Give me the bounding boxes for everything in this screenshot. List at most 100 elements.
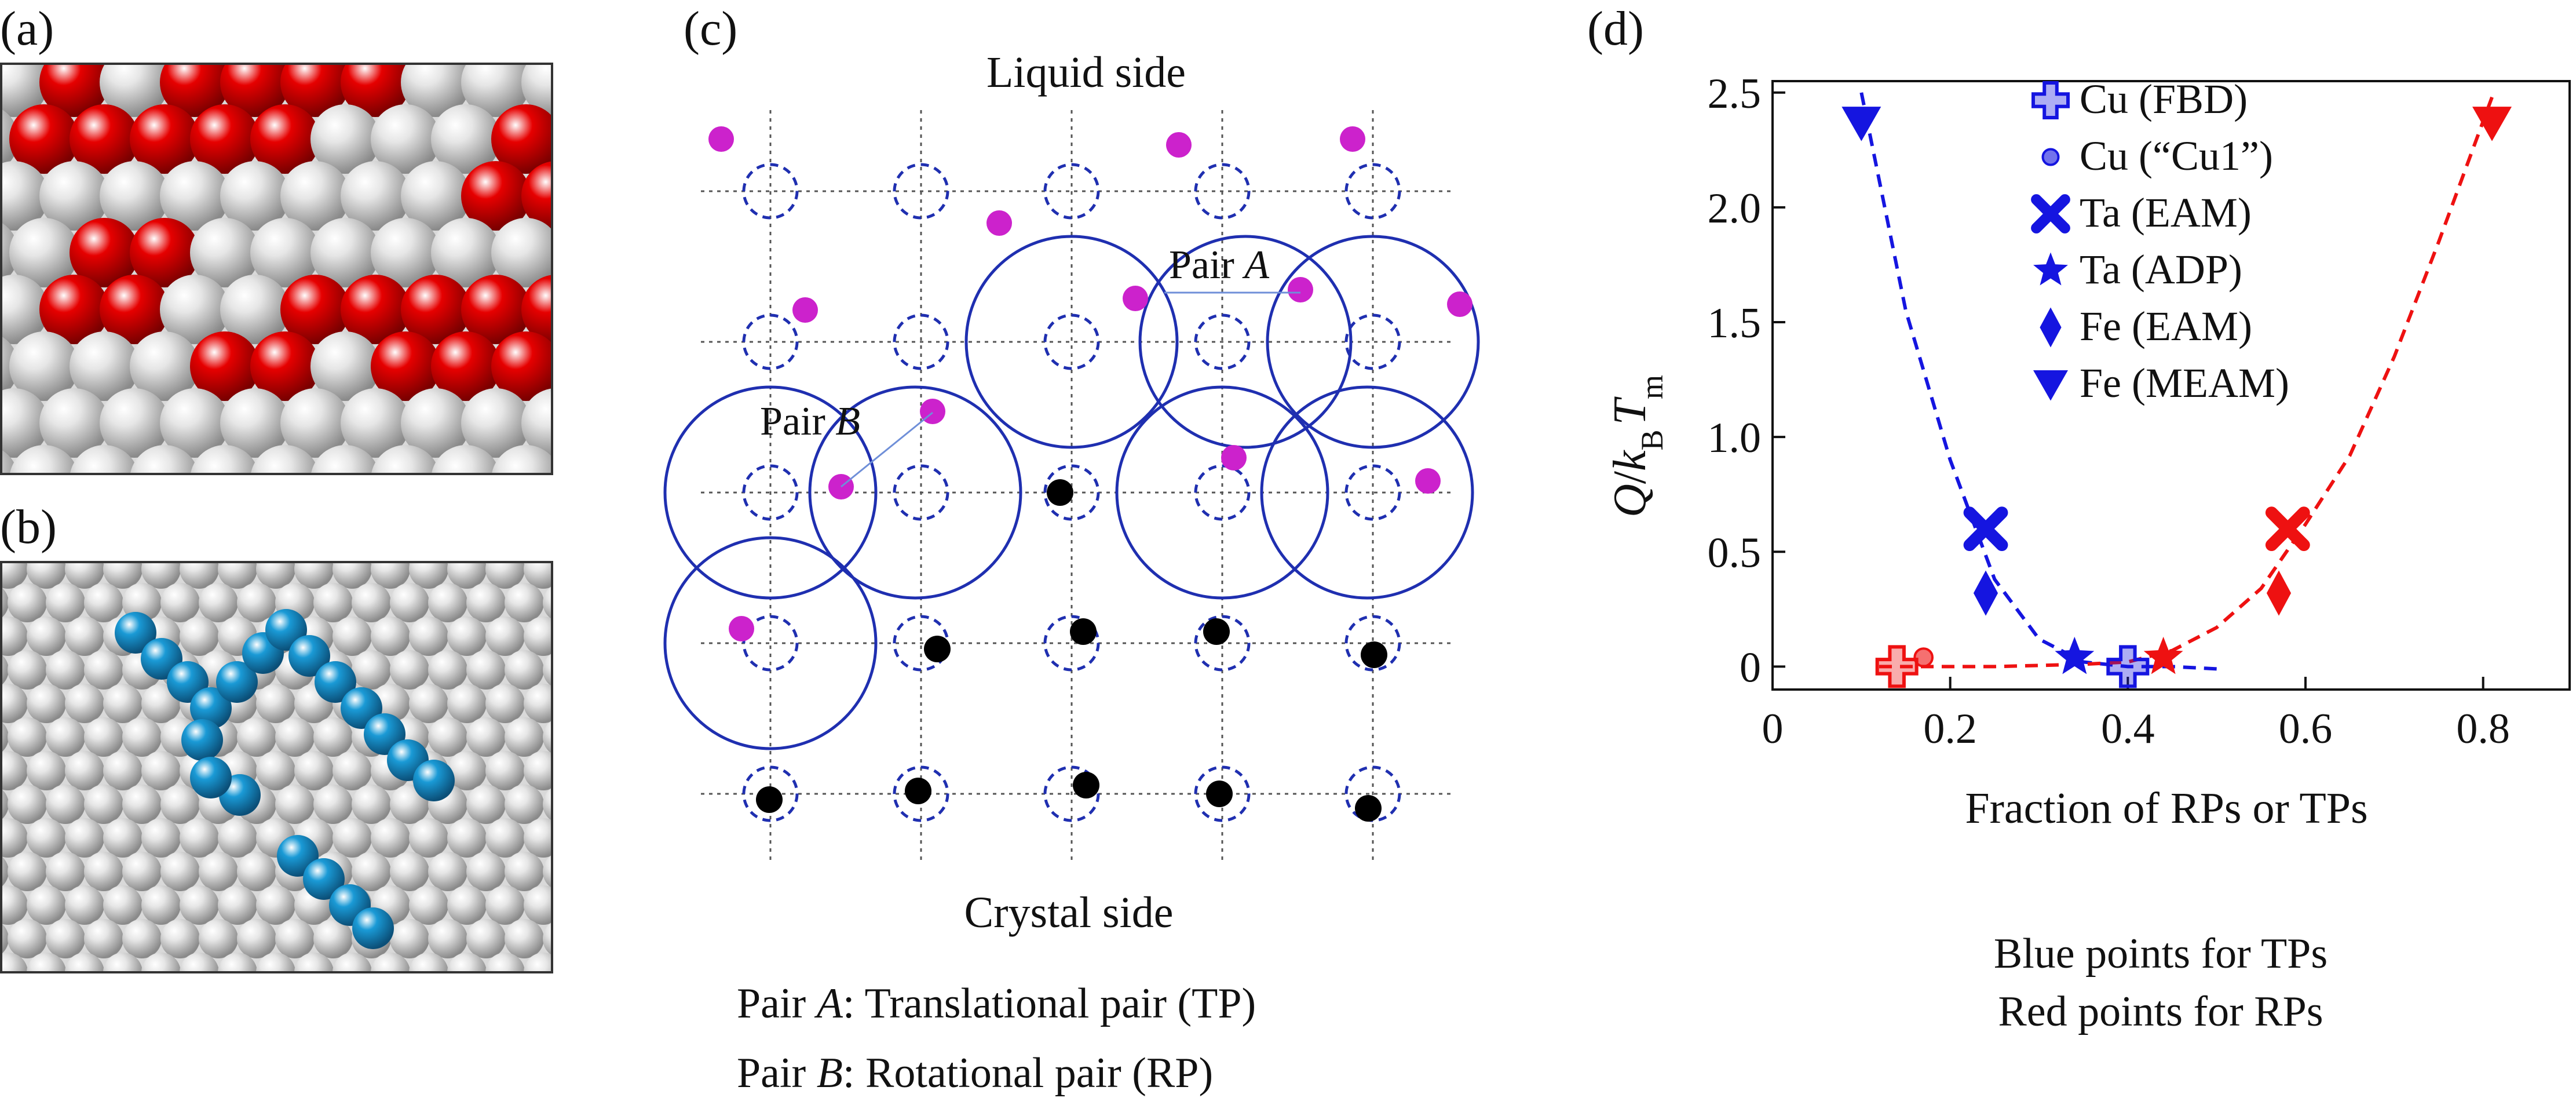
white-atom xyxy=(447,885,487,925)
pair-a-label: Pair A xyxy=(1169,243,1269,287)
liquid-atom xyxy=(1166,132,1192,158)
white-atom xyxy=(521,388,551,458)
white-atom xyxy=(103,818,142,858)
white-atom xyxy=(485,617,525,656)
white-atom xyxy=(160,919,200,958)
legend-label: Fe (MEAM) xyxy=(2080,360,2289,406)
white-atom xyxy=(505,717,544,757)
white-atom xyxy=(65,953,104,971)
white-atom xyxy=(218,563,257,589)
white-atom xyxy=(220,388,290,458)
white-atom xyxy=(485,563,525,589)
white-atom xyxy=(39,388,109,458)
white-atom xyxy=(10,445,78,473)
white-atom xyxy=(2,617,28,656)
pair-circle xyxy=(1260,385,1474,600)
white-atom xyxy=(8,785,47,824)
white-atom xyxy=(341,161,410,231)
white-atom xyxy=(65,617,104,656)
white-atom xyxy=(2,953,28,971)
white-atom xyxy=(313,919,353,958)
white-atom xyxy=(27,953,66,971)
white-atom xyxy=(180,953,219,971)
white-atom xyxy=(8,583,47,622)
blue-atom xyxy=(181,719,223,761)
red-atom xyxy=(250,104,320,174)
white-atom xyxy=(461,65,531,117)
white-atom xyxy=(84,717,123,757)
white-atom xyxy=(371,563,410,589)
white-atom xyxy=(447,751,487,790)
white-atom xyxy=(524,953,551,971)
caption-pair-a: Pair A: Translational pair (TP) xyxy=(737,980,1256,1027)
white-atom xyxy=(2,588,9,618)
blue-atom xyxy=(413,760,455,801)
white-atom xyxy=(521,65,551,117)
y-tick-label: 2.0 xyxy=(1708,185,1762,232)
pair-b-link xyxy=(841,411,933,488)
white-atom xyxy=(237,717,276,757)
white-atom xyxy=(65,751,104,790)
white-atom xyxy=(409,885,448,925)
white-atom xyxy=(332,563,372,589)
atom-image-a xyxy=(0,63,553,475)
liquid-atom xyxy=(1340,126,1365,152)
white-atom xyxy=(371,617,410,656)
red-atom xyxy=(341,275,410,344)
white-atom xyxy=(428,583,467,622)
lattice-site xyxy=(1344,163,1401,220)
white-atom xyxy=(543,855,551,888)
white-atom xyxy=(8,650,47,690)
liquid-atom xyxy=(1123,286,1148,311)
white-atom xyxy=(2,655,9,685)
white-atom xyxy=(409,617,448,656)
white-atom xyxy=(409,953,448,971)
white-atom xyxy=(2,388,49,458)
white-atom xyxy=(280,388,350,458)
liquid-atom xyxy=(1447,291,1472,317)
white-atom xyxy=(237,852,276,891)
red-atom xyxy=(461,161,531,231)
white-atom xyxy=(250,218,320,287)
plot-frame xyxy=(1771,80,2571,691)
white-atom xyxy=(431,104,500,174)
white-atom xyxy=(84,852,123,891)
white-atom xyxy=(428,717,467,757)
atom-render-b xyxy=(2,563,551,971)
legend-marker-hollow-cross xyxy=(2031,81,2070,119)
lattice-site xyxy=(742,313,799,370)
y-tick-label: 0 xyxy=(1740,644,1761,691)
white-atom xyxy=(428,852,467,891)
white-atom xyxy=(485,751,525,790)
white-atom xyxy=(2,924,9,954)
y-axis-label: Q/kBTm xyxy=(1605,375,1669,517)
red-atom xyxy=(9,104,79,174)
white-atom xyxy=(313,583,353,622)
legend: Cu (FBD)Cu (“Cu1”)Ta (EAM)Ta (ADP)Fe (EA… xyxy=(2031,76,2289,406)
point-tp-x xyxy=(1963,506,2008,552)
white-atom xyxy=(65,818,104,858)
caption-pair-b: Pair B: Rotational pair (RP) xyxy=(737,1049,1214,1097)
y-tick-label: 0.5 xyxy=(1708,529,1762,577)
white-atom xyxy=(251,445,319,473)
liquid-atom xyxy=(708,126,734,152)
legend-label: Ta (ADP) xyxy=(2080,246,2242,293)
white-atom xyxy=(466,650,506,690)
red-atom xyxy=(491,331,551,401)
liquid-atom xyxy=(792,297,818,323)
white-atom xyxy=(313,717,353,757)
atoms xyxy=(708,126,1472,822)
white-atom xyxy=(492,445,551,473)
blue-atom xyxy=(190,757,232,798)
legend-marker-small-circle xyxy=(2041,148,2060,166)
lattice-site xyxy=(1344,313,1401,370)
white-atom xyxy=(220,161,290,231)
white-atom xyxy=(191,445,259,473)
white-atom xyxy=(371,818,410,858)
point-tp-hollow-cross xyxy=(2106,645,2150,688)
white-atom xyxy=(8,919,47,958)
white-atom xyxy=(100,65,169,117)
lattice-site xyxy=(742,615,799,672)
x-tick-label: 0.8 xyxy=(2456,705,2510,753)
x-tick-label: 0.6 xyxy=(2279,705,2333,753)
